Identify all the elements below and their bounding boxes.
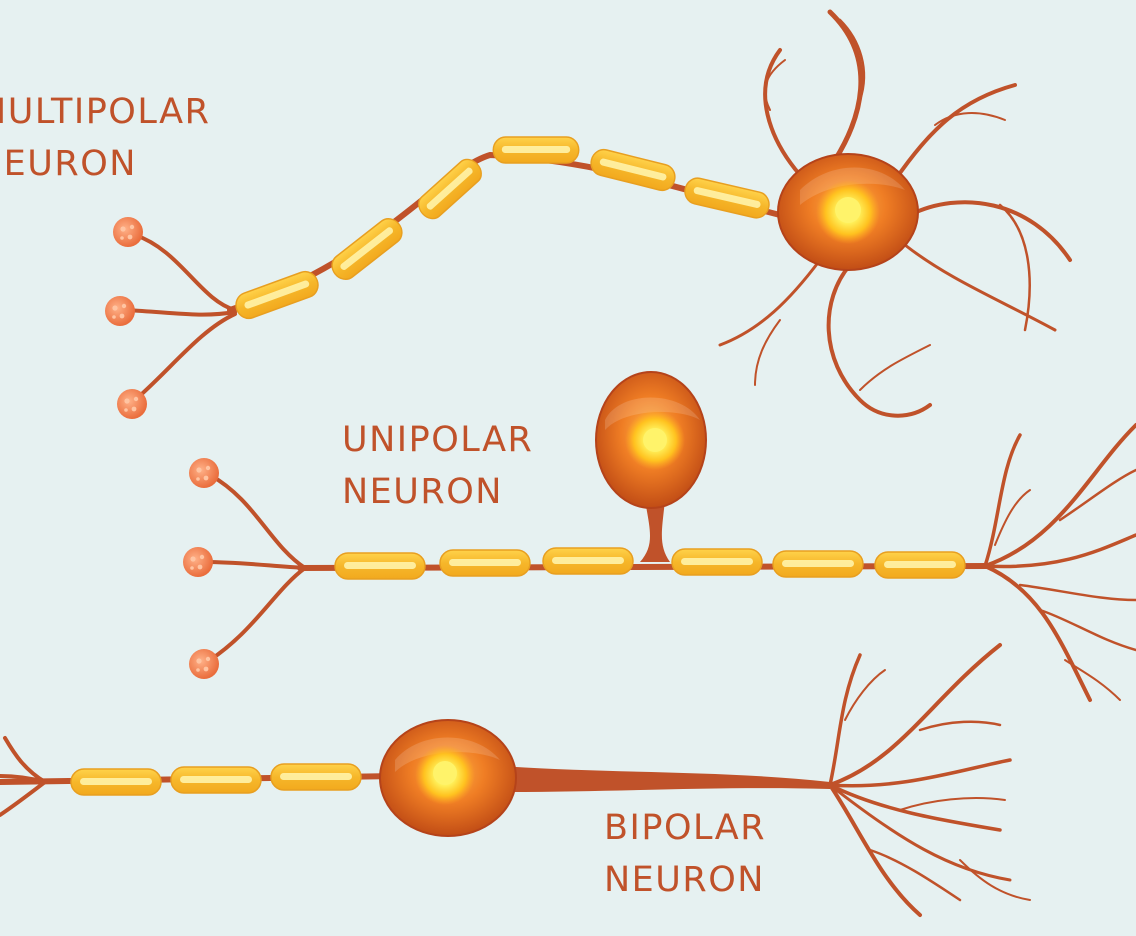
multipolar-label-line2: NEURON [0,144,137,184]
terminal-bouton [113,217,143,247]
multipolar-cell-body [777,153,919,271]
terminal-bouton [117,389,147,419]
unipolar-axon-terminals [203,473,307,662]
bipolar-label-line1: BIPOLAR [604,808,767,848]
bipolar-axon-terminals [0,736,47,817]
multipolar-axon-terminals [123,233,237,402]
terminal-bouton [189,649,219,679]
bipolar-neuron-label: BIPOLAR NEURON [604,802,766,906]
bipolar-cell-body [379,719,517,837]
terminal-bouton [189,458,219,488]
bipolar-myelin-sheath [70,763,362,796]
bipolar-dendrite-trunk [500,766,830,792]
multipolar-dendrites [718,9,1072,418]
unipolar-label-line2: NEURON [342,472,503,512]
unipolar-label-line1: UNIPOLAR [342,420,534,460]
unipolar-dendrites [983,423,1136,702]
multipolar-neuron-label: MULTIPOLAR NEURON [0,86,210,190]
bipolar-neuron [0,643,1031,917]
multipolar-label-line1: MULTIPOLAR [0,92,211,132]
multipolar-myelin-sheath [231,136,773,323]
multipolar-neuron [105,9,1072,419]
terminal-bouton [183,547,213,577]
bipolar-label-line2: NEURON [604,860,765,900]
unipolar-stalk [640,500,670,562]
bipolar-dendrites [828,643,1031,917]
unipolar-neuron [183,371,1136,702]
terminal-bouton [105,296,135,326]
unipolar-cell-body [595,371,707,509]
unipolar-neuron-label: UNIPOLAR NEURON [342,414,533,518]
